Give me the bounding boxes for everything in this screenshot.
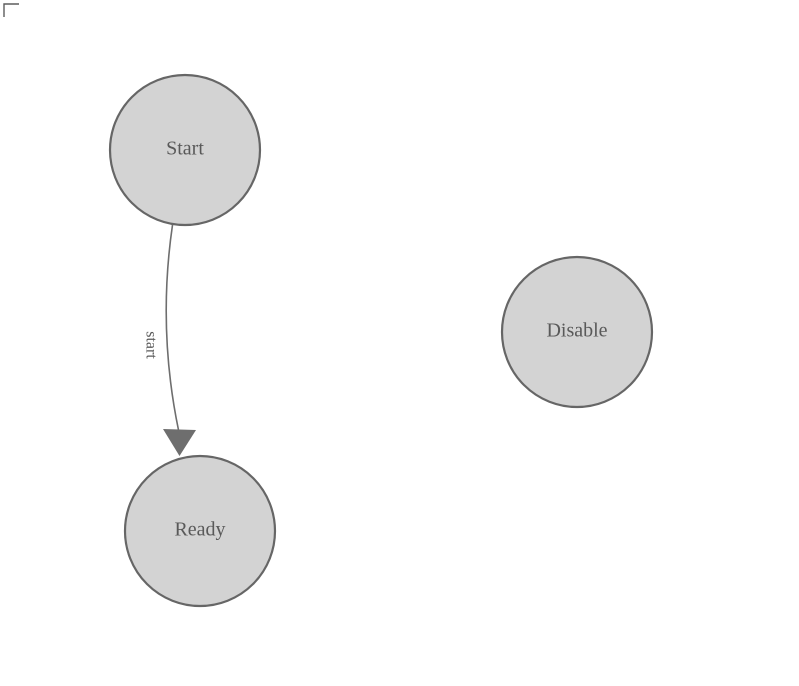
node-disable-label: Disable <box>546 320 607 342</box>
edge-line <box>165 224 180 431</box>
node-start-circle <box>108 73 262 227</box>
node-start[interactable]: Start <box>108 73 262 227</box>
node-disable-circle <box>500 255 654 409</box>
node-disable[interactable]: Disable <box>500 255 654 409</box>
arrowhead-icon <box>163 429 196 456</box>
canvas-corner-mark-icon <box>3 3 19 17</box>
node-start-label: Start <box>166 138 204 160</box>
node-ready-circle <box>123 454 277 608</box>
edge-label-start: start <box>142 331 159 359</box>
node-ready[interactable]: Ready <box>123 454 277 608</box>
edge-start-to-ready[interactable]: start <box>142 224 196 456</box>
node-ready-label: Ready <box>174 519 225 541</box>
